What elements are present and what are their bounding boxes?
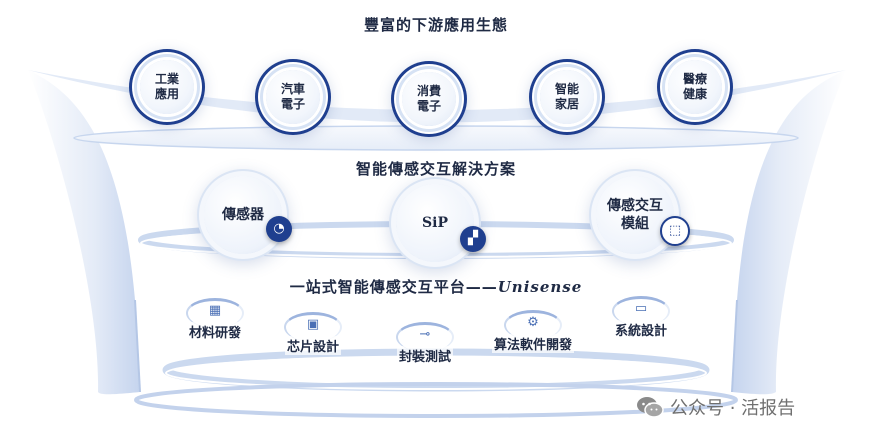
algorithm-icon: ⚙ — [504, 310, 562, 340]
node-sensor: 傳感器 ◔ — [204, 176, 292, 254]
chip-package-icon: ▞ — [460, 226, 486, 252]
capability-packaging-test: ⊸ 封裝測試 — [396, 322, 454, 365]
probe-icon: ⊸ — [396, 322, 454, 352]
node-smart-home: 智能家居 — [540, 70, 594, 124]
funnel-base — [134, 382, 738, 418]
gauge-icon: ◔ — [266, 216, 292, 242]
node-industrial: 工業應用 — [140, 60, 194, 114]
bottom-tier-title: 一站式智能傳感交互平台——Unisense — [289, 278, 583, 296]
node-consumer: 消費電子 — [402, 72, 456, 126]
funnel-top-rim — [28, 70, 846, 123]
system-icon: ▭ — [612, 296, 670, 326]
capability-system-design: ▭ 系統設計 — [612, 296, 670, 339]
node-automotive: 汽車電子 — [266, 70, 320, 124]
node-sip: SiP ▞ — [396, 184, 486, 262]
capability-materials: ▦ 材料研發 — [186, 298, 244, 341]
node-sensing-module: 傳感交互模組 ⬚ — [596, 176, 690, 254]
funnel-left-wall — [28, 70, 140, 395]
material-icon: ▦ — [186, 298, 244, 328]
top-tier-title: 豐富的下游應用生態 — [363, 16, 508, 34]
middle-tier-title: 智能傳感交互解決方案 — [355, 160, 516, 178]
watermark: 公众号 · 活报告 — [636, 394, 795, 420]
node-medical: 醫療健康 — [668, 60, 722, 114]
top-tier-disc — [73, 125, 799, 151]
capability-algorithm-software: ⚙ 算法軟件開發 — [492, 310, 575, 353]
watermark-text: 公众号 · 活报告 — [670, 398, 796, 419]
module-box-icon: ⬚ — [660, 216, 690, 246]
funnel-right-wall — [732, 70, 846, 395]
chip-icon: ▣ — [284, 312, 342, 342]
wechat-icon — [637, 397, 664, 418]
capability-chip-design: ▣ 芯片設計 — [284, 312, 342, 355]
